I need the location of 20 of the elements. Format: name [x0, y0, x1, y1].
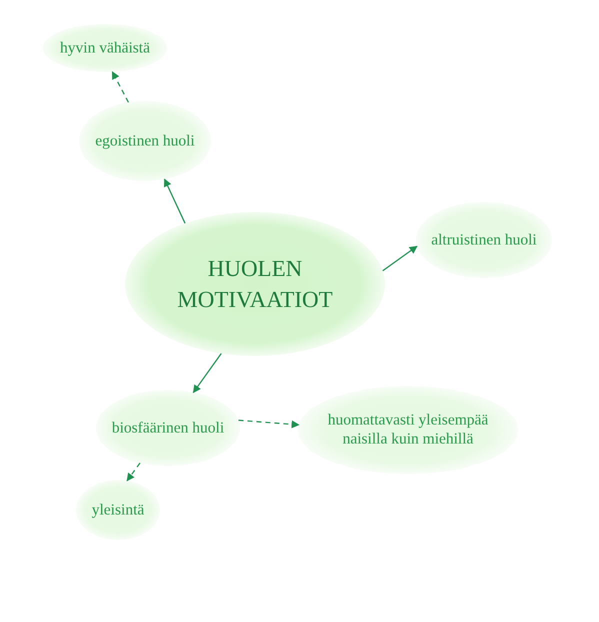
- ellipse-node: [416, 202, 552, 278]
- topic-title: HUOLEN MOTIVAATIOT: [176, 254, 334, 314]
- arrow: [382, 246, 418, 272]
- ellipse-node: [79, 101, 211, 181]
- node-label: hyvin vähäistä: [59, 38, 151, 58]
- node-label: huomattavasti yleisempää naisilla kuin miehillä: [326, 410, 490, 450]
- ellipse-node: [76, 480, 160, 540]
- dashed-arrow: [126, 462, 140, 482]
- ellipse-node: [43, 24, 167, 72]
- node-label: altruistinen huoli: [430, 230, 538, 250]
- node-label: egoistinen huoli: [94, 131, 196, 151]
- node-label: biosfäärinen huoli: [110, 418, 226, 438]
- arrow: [192, 353, 222, 394]
- ellipse-node: [96, 390, 240, 466]
- topic-ellipse: [125, 212, 385, 356]
- dashed-arrow: [112, 71, 129, 103]
- node-label: yleisintä: [90, 500, 146, 520]
- arrow: [164, 178, 186, 224]
- dashed-arrow: [238, 420, 300, 428]
- ellipse-node: [298, 386, 518, 474]
